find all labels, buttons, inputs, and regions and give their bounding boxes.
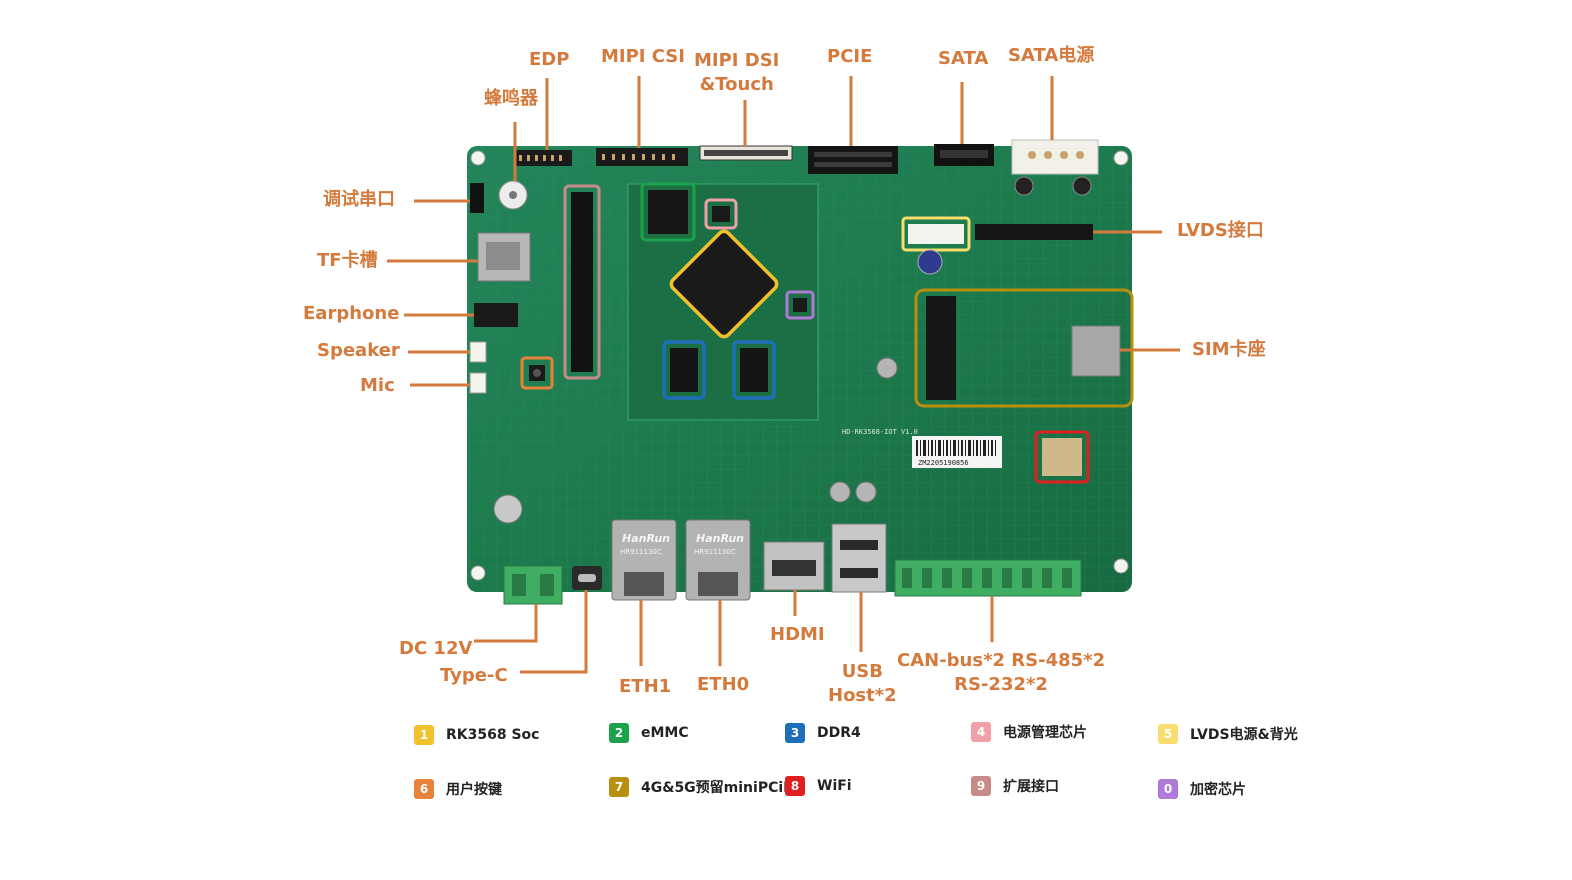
legend-label: RK3568 Soc (446, 727, 540, 743)
label-sim-slot: SIM卡座 (1192, 339, 1266, 360)
eth1-model: HR911130C (620, 548, 662, 556)
label-can-rs: CAN-bus*2 RS-485*2 RS-232*2 (897, 650, 1106, 695)
label-sata-power: SATA电源 (1008, 45, 1095, 66)
legend-label: 加密芯片 (1190, 782, 1246, 798)
label-mipi-dsi: MIPI DSI &Touch (694, 50, 780, 95)
speaker-connector (469, 341, 487, 363)
label-lvds: LVDS接口 (1177, 220, 1264, 241)
legend-item: 8 WiFi (785, 776, 852, 796)
label-tf-slot: TF卡槽 (317, 250, 378, 271)
label-mipi-csi: MIPI CSI (601, 46, 685, 67)
label-eth1: ETH1 (619, 676, 672, 697)
legend-item: 4 电源管理芯片 (971, 722, 1087, 742)
legend-badge: 5 (1158, 724, 1178, 744)
barcode-text: ZM2205190856 (918, 459, 969, 467)
mic-connector (469, 372, 487, 394)
label-type-c: Type-C (440, 665, 508, 686)
sata-power-connector (1011, 139, 1099, 175)
legend-label: DDR4 (817, 725, 861, 741)
legend-item: 1 RK3568 Soc (414, 725, 539, 745)
legend-badge: 3 (785, 723, 805, 743)
legend-label: eMMC (641, 725, 689, 741)
hdmi-port (763, 541, 825, 591)
legend-item: 2 eMMC (609, 723, 689, 743)
label-eth0: ETH0 (697, 674, 750, 695)
legend-badge: 7 (609, 777, 629, 797)
label-speaker: Speaker (317, 340, 400, 361)
legend-label: 用户按键 (446, 782, 502, 798)
legend-item: 9 扩展接口 (971, 776, 1059, 796)
type-c-port (572, 566, 602, 590)
wifi-module (1034, 430, 1090, 484)
sata-connector (934, 144, 994, 166)
eth1-port: HanRun HR911130C (611, 519, 677, 601)
board-marking: HD-RK3568-IOT V1.0 (842, 428, 918, 436)
eth0-model: HR911130C (694, 548, 736, 556)
capacitors (493, 176, 1092, 524)
debug-uart-header (470, 183, 484, 213)
leader-lines (387, 76, 1180, 674)
label-dc-12v: DC 12V (399, 638, 473, 659)
label-debug-uart: 调试串口 (323, 189, 395, 210)
legend-badge: 2 (609, 723, 629, 743)
legend-label: 4G&5G预留miniPCiE (641, 780, 793, 796)
earphone-jack (474, 303, 518, 327)
tf-card-slot (477, 232, 531, 282)
terminal-block (894, 559, 1082, 597)
legend-label: 扩展接口 (1003, 779, 1059, 795)
label-sata: SATA (938, 48, 989, 69)
legend-item: 0 加密芯片 (1158, 779, 1246, 799)
legend-label: 电源管理芯片 (1003, 725, 1087, 741)
lvds-power-connector (901, 216, 971, 252)
eth1-brand: HanRun (622, 532, 670, 545)
label-edp: EDP (529, 49, 570, 70)
barcode-label: ZM2205190856 (912, 436, 1002, 468)
mipi-dsi-connector (699, 145, 793, 161)
legend-label: LVDS电源&背光 (1190, 727, 1298, 743)
label-earphone: Earphone (303, 303, 400, 324)
legend-badge: 9 (971, 776, 991, 796)
usb-host-port (831, 523, 887, 593)
user-key (520, 356, 554, 390)
label-buzzer: 蜂鸣器 (484, 88, 538, 109)
label-hdmi: HDMI (770, 624, 825, 645)
legend-label: WiFi (817, 778, 852, 794)
legend-badge: 4 (971, 722, 991, 742)
label-usb-host: USB Host*2 (828, 661, 897, 706)
legend-badge: 0 (1158, 779, 1178, 799)
legend-item: 6 用户按键 (414, 779, 502, 799)
label-pcie: PCIE (827, 46, 873, 67)
legend-badge: 1 (414, 725, 434, 745)
minipcie-slot (914, 288, 1134, 408)
legend-badge: 8 (785, 776, 805, 796)
dc-jack (503, 565, 563, 605)
mipi-csi-connector (596, 148, 688, 166)
label-mic: Mic (360, 375, 395, 396)
eth0-brand: HanRun (696, 532, 744, 545)
eth0-port: HanRun HR911130C (685, 519, 751, 601)
legend-item: 3 DDR4 (785, 723, 861, 743)
lvds-connector (975, 224, 1093, 240)
legend-badge: 6 (414, 779, 434, 799)
legend-item: 5 LVDS电源&背光 (1158, 724, 1298, 744)
expansion-header (563, 184, 601, 380)
pcie-connector (808, 146, 898, 174)
legend-item: 7 4G&5G预留miniPCiE (609, 777, 793, 797)
core-module (627, 182, 819, 421)
edp-connector (514, 150, 572, 166)
buzzer (498, 180, 528, 210)
